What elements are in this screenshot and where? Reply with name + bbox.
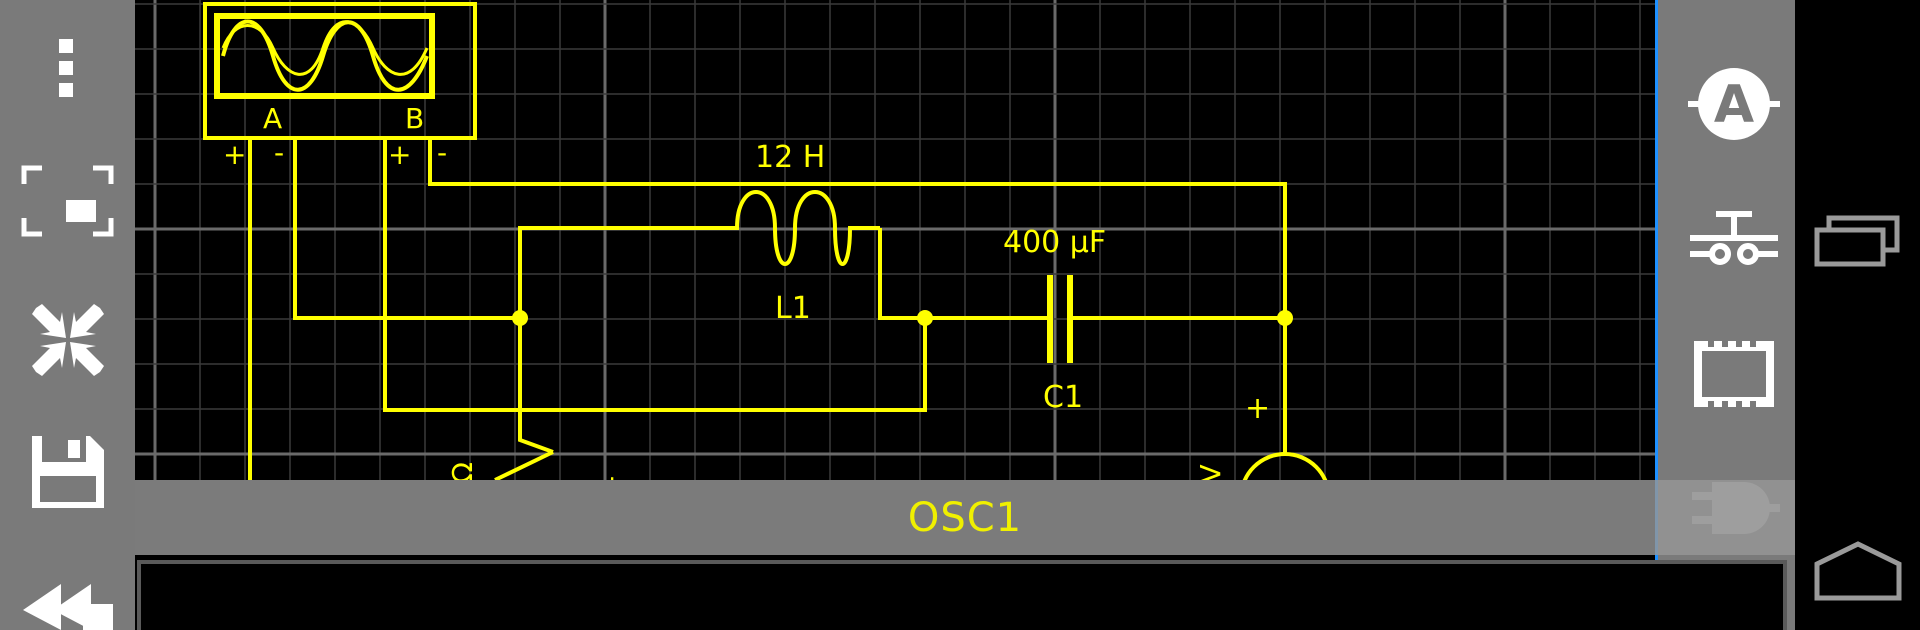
oscilloscope-waveform-2: [221, 20, 429, 76]
terminal-a-plus: +: [223, 138, 246, 171]
resistor-r1[interactable]: [494, 450, 554, 480]
oscilloscope-screen[interactable]: [137, 560, 1787, 630]
oscilloscope-waveform-1: [221, 19, 429, 92]
system-nav-bar: [1795, 0, 1920, 630]
junction-3: [1277, 310, 1293, 326]
wire-resistor-top[interactable]: [518, 318, 554, 454]
home-icon[interactable]: [1810, 540, 1905, 602]
oscilloscope-body: [203, 2, 477, 140]
ic-chip-icon[interactable]: [1688, 335, 1780, 413]
wire-b-plus[interactable]: [383, 140, 927, 412]
terminal-b-plus: +: [388, 138, 411, 171]
voltage-source-e1[interactable]: [1241, 452, 1329, 480]
save-icon[interactable]: [20, 432, 115, 512]
select-area-icon[interactable]: [20, 162, 115, 240]
source-polarity: +: [1245, 391, 1270, 426]
junction-1: [512, 310, 528, 326]
switch-icon[interactable]: [1688, 208, 1780, 268]
wire-a-minus[interactable]: [293, 140, 520, 320]
capacitor-c1[interactable]: [1047, 275, 1073, 363]
oscilloscope-component[interactable]: [203, 2, 477, 140]
ammeter-label: A: [1714, 75, 1754, 135]
circuit-svg[interactable]: A B + - + - 12 H L1: [135, 0, 1655, 480]
overflow-menu-icon[interactable]: [20, 28, 115, 108]
circuit-canvas[interactable]: A B + - + - 12 H L1: [135, 0, 1655, 480]
oscilloscope-panel-header[interactable]: OSC1: [135, 480, 1795, 555]
resistor-value: 10 Ω: [446, 462, 479, 480]
wires[interactable]: [248, 140, 1287, 480]
terminal-a-minus: -: [274, 136, 284, 169]
wire-b-minus[interactable]: [428, 140, 1287, 318]
wire-inductor-right[interactable]: [878, 228, 1047, 320]
zoom-fit-icon[interactable]: [20, 300, 115, 380]
terminal-a-label: A: [263, 102, 282, 135]
left-toolbar: [0, 0, 135, 630]
grid: [135, 0, 1655, 480]
ammeter-icon[interactable]: A: [1688, 62, 1780, 146]
inductor-value: 12 H: [755, 140, 825, 175]
terminal-b-minus: -: [437, 136, 447, 169]
oscilloscope-panel-title: OSC1: [907, 494, 1023, 541]
terminal-b-label: B: [405, 102, 424, 135]
undo-icon[interactable]: [20, 580, 115, 630]
recent-apps-icon[interactable]: [1810, 210, 1905, 268]
inductor-l1[interactable]: [730, 190, 880, 266]
oscilloscope-display: [214, 13, 435, 99]
capacitor-value: 400 μF: [1003, 225, 1106, 260]
wire-inductor-left[interactable]: [518, 226, 730, 318]
junctions: [512, 310, 1293, 326]
source-value: 12 V: [1194, 464, 1227, 480]
capacitor-name: C1: [1043, 380, 1083, 415]
resistor-name: R1: [587, 475, 620, 480]
inductor-name: L1: [775, 291, 811, 326]
junction-2: [917, 310, 933, 326]
